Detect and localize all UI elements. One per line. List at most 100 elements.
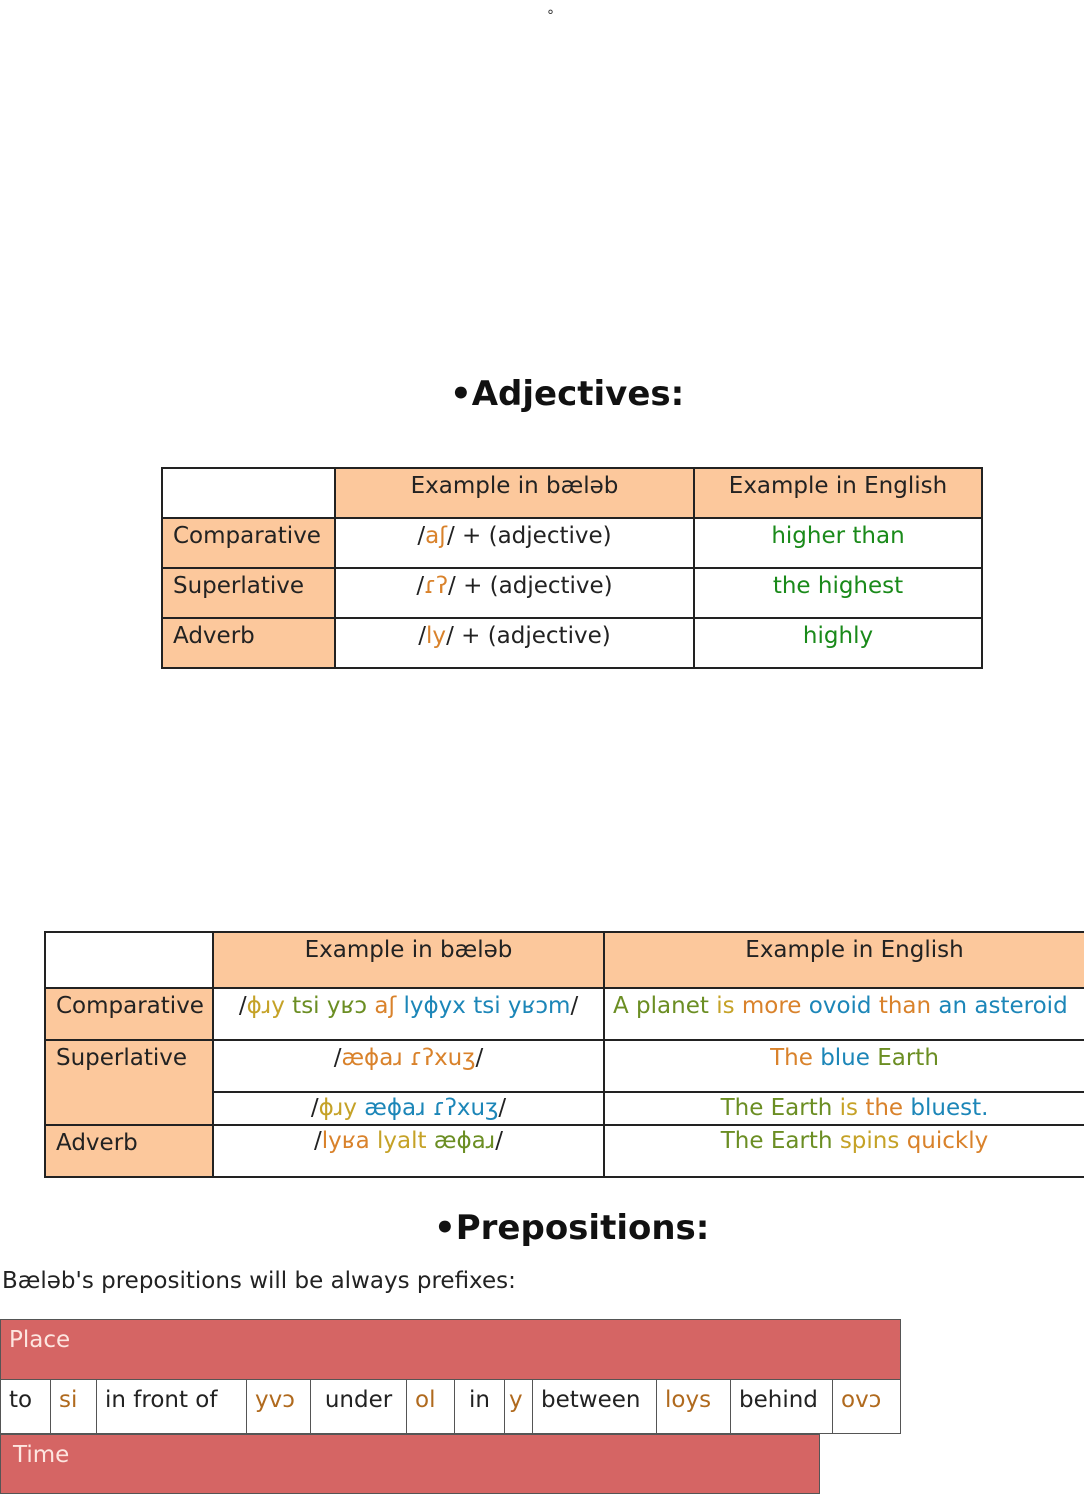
- top-mark: °: [547, 8, 554, 24]
- rule-balab: /ɾʔ/ + (adjective): [334, 567, 695, 619]
- table-row: Adverb /ly/ + (adjective) highly: [161, 617, 983, 669]
- table-header-row: Example in bæləb Example in English: [44, 931, 1084, 989]
- slash: /: [498, 1095, 507, 1121]
- header-english: Example in English: [693, 467, 983, 519]
- slash: /: [417, 523, 426, 549]
- slash: /: [475, 1045, 484, 1071]
- word: ɸɹy: [246, 993, 285, 1019]
- example-english: The Earth spins quickly: [603, 1124, 1084, 1178]
- prep-balab: ovɔ: [831, 1379, 902, 1434]
- word: ɾʔxuʒ: [410, 1045, 476, 1071]
- word: The Earth: [720, 1128, 833, 1154]
- space: [426, 1095, 433, 1121]
- table-row: Superlative /æɸaɹ ɾʔxuʒ/ The blue Earth: [44, 1039, 1084, 1125]
- row-label-superlative: Superlative: [161, 567, 336, 619]
- slash: /: [238, 993, 247, 1019]
- row-label-comparative: Comparative: [44, 987, 214, 1041]
- row-label-adverb: Adverb: [44, 1124, 214, 1178]
- adjectives-rule-table: Example in bæləb Example in English Comp…: [161, 467, 983, 669]
- example-balab: /ɸɹy æɸaɹ ɾʔxuʒ/: [212, 1091, 605, 1126]
- place-header-row: Place: [0, 1319, 902, 1380]
- header-english: Example in English: [603, 931, 1084, 989]
- prep-balab: ol: [406, 1379, 455, 1434]
- adjectives-heading: •Adjectives:: [450, 374, 685, 414]
- word: æɸaɹ: [433, 1128, 496, 1154]
- adjectives-example-table: Example in bæləb Example in English Comp…: [44, 931, 1084, 1178]
- space: [735, 993, 742, 1019]
- space: [899, 1128, 906, 1154]
- slash: /: [416, 573, 425, 599]
- word: is: [839, 1095, 859, 1121]
- rule-suffix: / + (adjective): [446, 623, 611, 649]
- prep-english: in: [454, 1379, 505, 1434]
- word: Earth: [877, 1045, 939, 1071]
- word: quickly: [906, 1128, 989, 1154]
- slash: /: [570, 993, 579, 1019]
- word: yʁɔ: [326, 993, 368, 1019]
- slash: /: [333, 1045, 342, 1071]
- word: tsi: [465, 993, 508, 1019]
- table-row: Comparative /aʃ/ + (adjective) higher th…: [161, 517, 983, 569]
- example-balab: /ɸɹy tsi yʁɔ aʃ lyɸyx tsi yʁɔm/: [212, 987, 605, 1041]
- rule-english: the highest: [693, 567, 983, 619]
- word: more: [741, 993, 802, 1019]
- word: the: [865, 1095, 904, 1121]
- word: ovoid: [808, 993, 872, 1019]
- prepositions-heading: •Prepositions:: [434, 1208, 710, 1248]
- prep-balab: si: [50, 1379, 97, 1434]
- word: yʁɔm: [507, 993, 571, 1019]
- prep-balab: yvɔ: [246, 1379, 311, 1434]
- header-empty-cell: [44, 931, 214, 989]
- prep-english: to: [0, 1379, 51, 1434]
- space: [427, 1128, 434, 1154]
- rule-suffix: / + (adjective): [446, 523, 612, 549]
- slash: /: [314, 1128, 322, 1154]
- rule-balab: /ly/ + (adjective): [334, 617, 695, 669]
- word: The Earth: [720, 1095, 833, 1121]
- morpheme: ly: [426, 623, 447, 649]
- word: spins: [839, 1128, 900, 1154]
- word: blue: [820, 1045, 870, 1071]
- place-label: Place: [0, 1319, 902, 1380]
- prepositions-table: Place to si in front of yvɔ under ol in …: [0, 1319, 902, 1434]
- space: [801, 993, 808, 1019]
- slash: /: [418, 623, 427, 649]
- space: [832, 1095, 839, 1121]
- morpheme: ɾʔ: [424, 573, 449, 599]
- word: an asteroid: [938, 993, 1068, 1019]
- word: æɸaɹ: [341, 1045, 403, 1071]
- word: lyʁa: [321, 1128, 370, 1154]
- header-balab: Example in bæləb: [334, 467, 695, 519]
- row-label-adverb: Adverb: [161, 617, 336, 669]
- morpheme: aʃ: [425, 523, 447, 549]
- word: The: [770, 1045, 813, 1071]
- slash: /: [310, 1095, 319, 1121]
- word: bluest.: [910, 1095, 989, 1121]
- word: tsi: [284, 993, 327, 1019]
- table-row: Superlative /ɾʔ/ + (adjective) the highe…: [161, 567, 983, 619]
- table-row: Comparative /ɸɹy tsi yʁɔ aʃ lyɸyx tsi yʁ…: [44, 987, 1084, 1041]
- word: æɸaɹ: [364, 1095, 426, 1121]
- word: ɸɹy: [318, 1095, 357, 1121]
- row-label-superlative: Superlative: [44, 1039, 214, 1125]
- rule-english: higher than: [693, 517, 983, 569]
- prep-english: between: [532, 1379, 657, 1434]
- header-empty-cell: [161, 467, 336, 519]
- header-balab: Example in bæləb: [212, 931, 605, 989]
- prepositions-intro: Bæləb's prepositions will be always pref…: [2, 1268, 516, 1294]
- example-balab: /lyʁa lyalt æɸaɹ/: [212, 1124, 605, 1178]
- space: [370, 1128, 377, 1154]
- prep-english: in front of: [96, 1379, 247, 1434]
- word: lyɸyx: [403, 993, 466, 1019]
- table-row: Adverb /lyʁa lyalt æɸaɹ/ The Earth spins…: [44, 1124, 1084, 1178]
- row-label-comparative: Comparative: [161, 517, 336, 569]
- word: than: [878, 993, 932, 1019]
- space: [872, 993, 879, 1019]
- prep-english: under: [310, 1379, 407, 1434]
- prep-balab: y: [504, 1379, 533, 1434]
- slash: /: [495, 1128, 503, 1154]
- word: lyalt: [377, 1128, 427, 1154]
- space: [833, 1128, 840, 1154]
- rule-balab: /aʃ/ + (adjective): [334, 517, 695, 569]
- time-label: Time: [0, 1434, 820, 1494]
